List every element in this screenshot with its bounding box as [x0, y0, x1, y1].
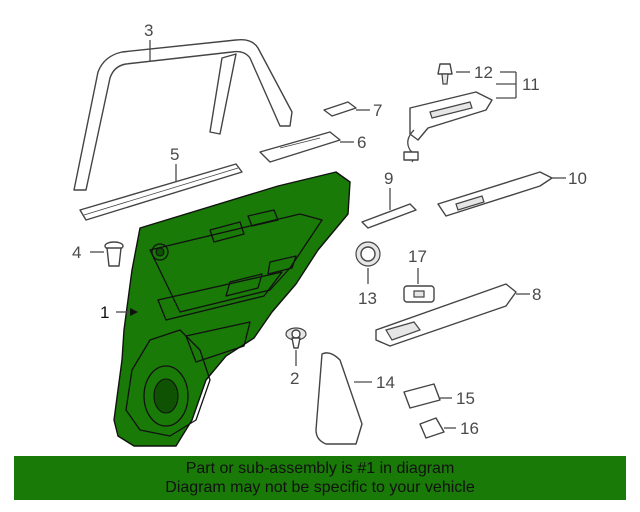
part-6-weatherstrip[interactable] [259, 131, 341, 163]
callout-15: 15 [456, 389, 475, 408]
callout-2: 2 [290, 369, 299, 388]
part-12-screw[interactable] [437, 63, 453, 85]
part-11-handle-assembly[interactable] [403, 91, 493, 163]
part-8-armrest[interactable] [375, 283, 517, 347]
part-16-insulator[interactable] [419, 417, 445, 439]
callout-17: 17 [408, 247, 427, 266]
callout-8: 8 [532, 285, 541, 304]
callout-10: 10 [568, 169, 587, 188]
part-7-bracket[interactable] [323, 101, 357, 117]
callout-12: 12 [474, 63, 493, 82]
part-3-window-frame-molding[interactable] [73, 38, 293, 191]
leader-1-arrow [130, 308, 138, 316]
callout-14: 14 [376, 373, 395, 392]
banner-line-1: Part or sub-assembly is #1 in diagram [185, 460, 455, 477]
part-5-belt-molding[interactable] [79, 163, 243, 221]
part-17-cap[interactable] [403, 285, 435, 303]
part-10-upper-trim[interactable] [437, 171, 553, 217]
callout-1: 1 [100, 303, 109, 322]
callout-16: 16 [460, 419, 479, 438]
callout-3: 3 [144, 21, 153, 40]
callout-7: 7 [373, 101, 382, 120]
part-9-switch-bezel[interactable] [361, 203, 417, 229]
banner-line-2: Diagram may not be specific to your vehi… [165, 479, 475, 496]
part-4-clip[interactable] [104, 241, 124, 267]
callout-6: 6 [357, 133, 366, 152]
info-banner: Part or sub-assembly is #1 in diagram Di… [14, 456, 626, 500]
callout-11: 11 [522, 75, 540, 94]
callout-4: 4 [72, 243, 81, 262]
part-13-speaker-grille[interactable] [355, 241, 381, 267]
callout-5: 5 [170, 145, 179, 164]
part-14-pillar-trim[interactable] [315, 352, 363, 445]
callout-13: 13 [358, 289, 377, 308]
part-1-door-trim-panel[interactable] [113, 171, 351, 447]
part-15-pad[interactable] [403, 383, 441, 409]
parts-diagram: 3 5 6 7 4 1 [72, 21, 587, 447]
part-2-push-pin[interactable] [285, 327, 307, 349]
callout-9: 9 [384, 169, 393, 188]
